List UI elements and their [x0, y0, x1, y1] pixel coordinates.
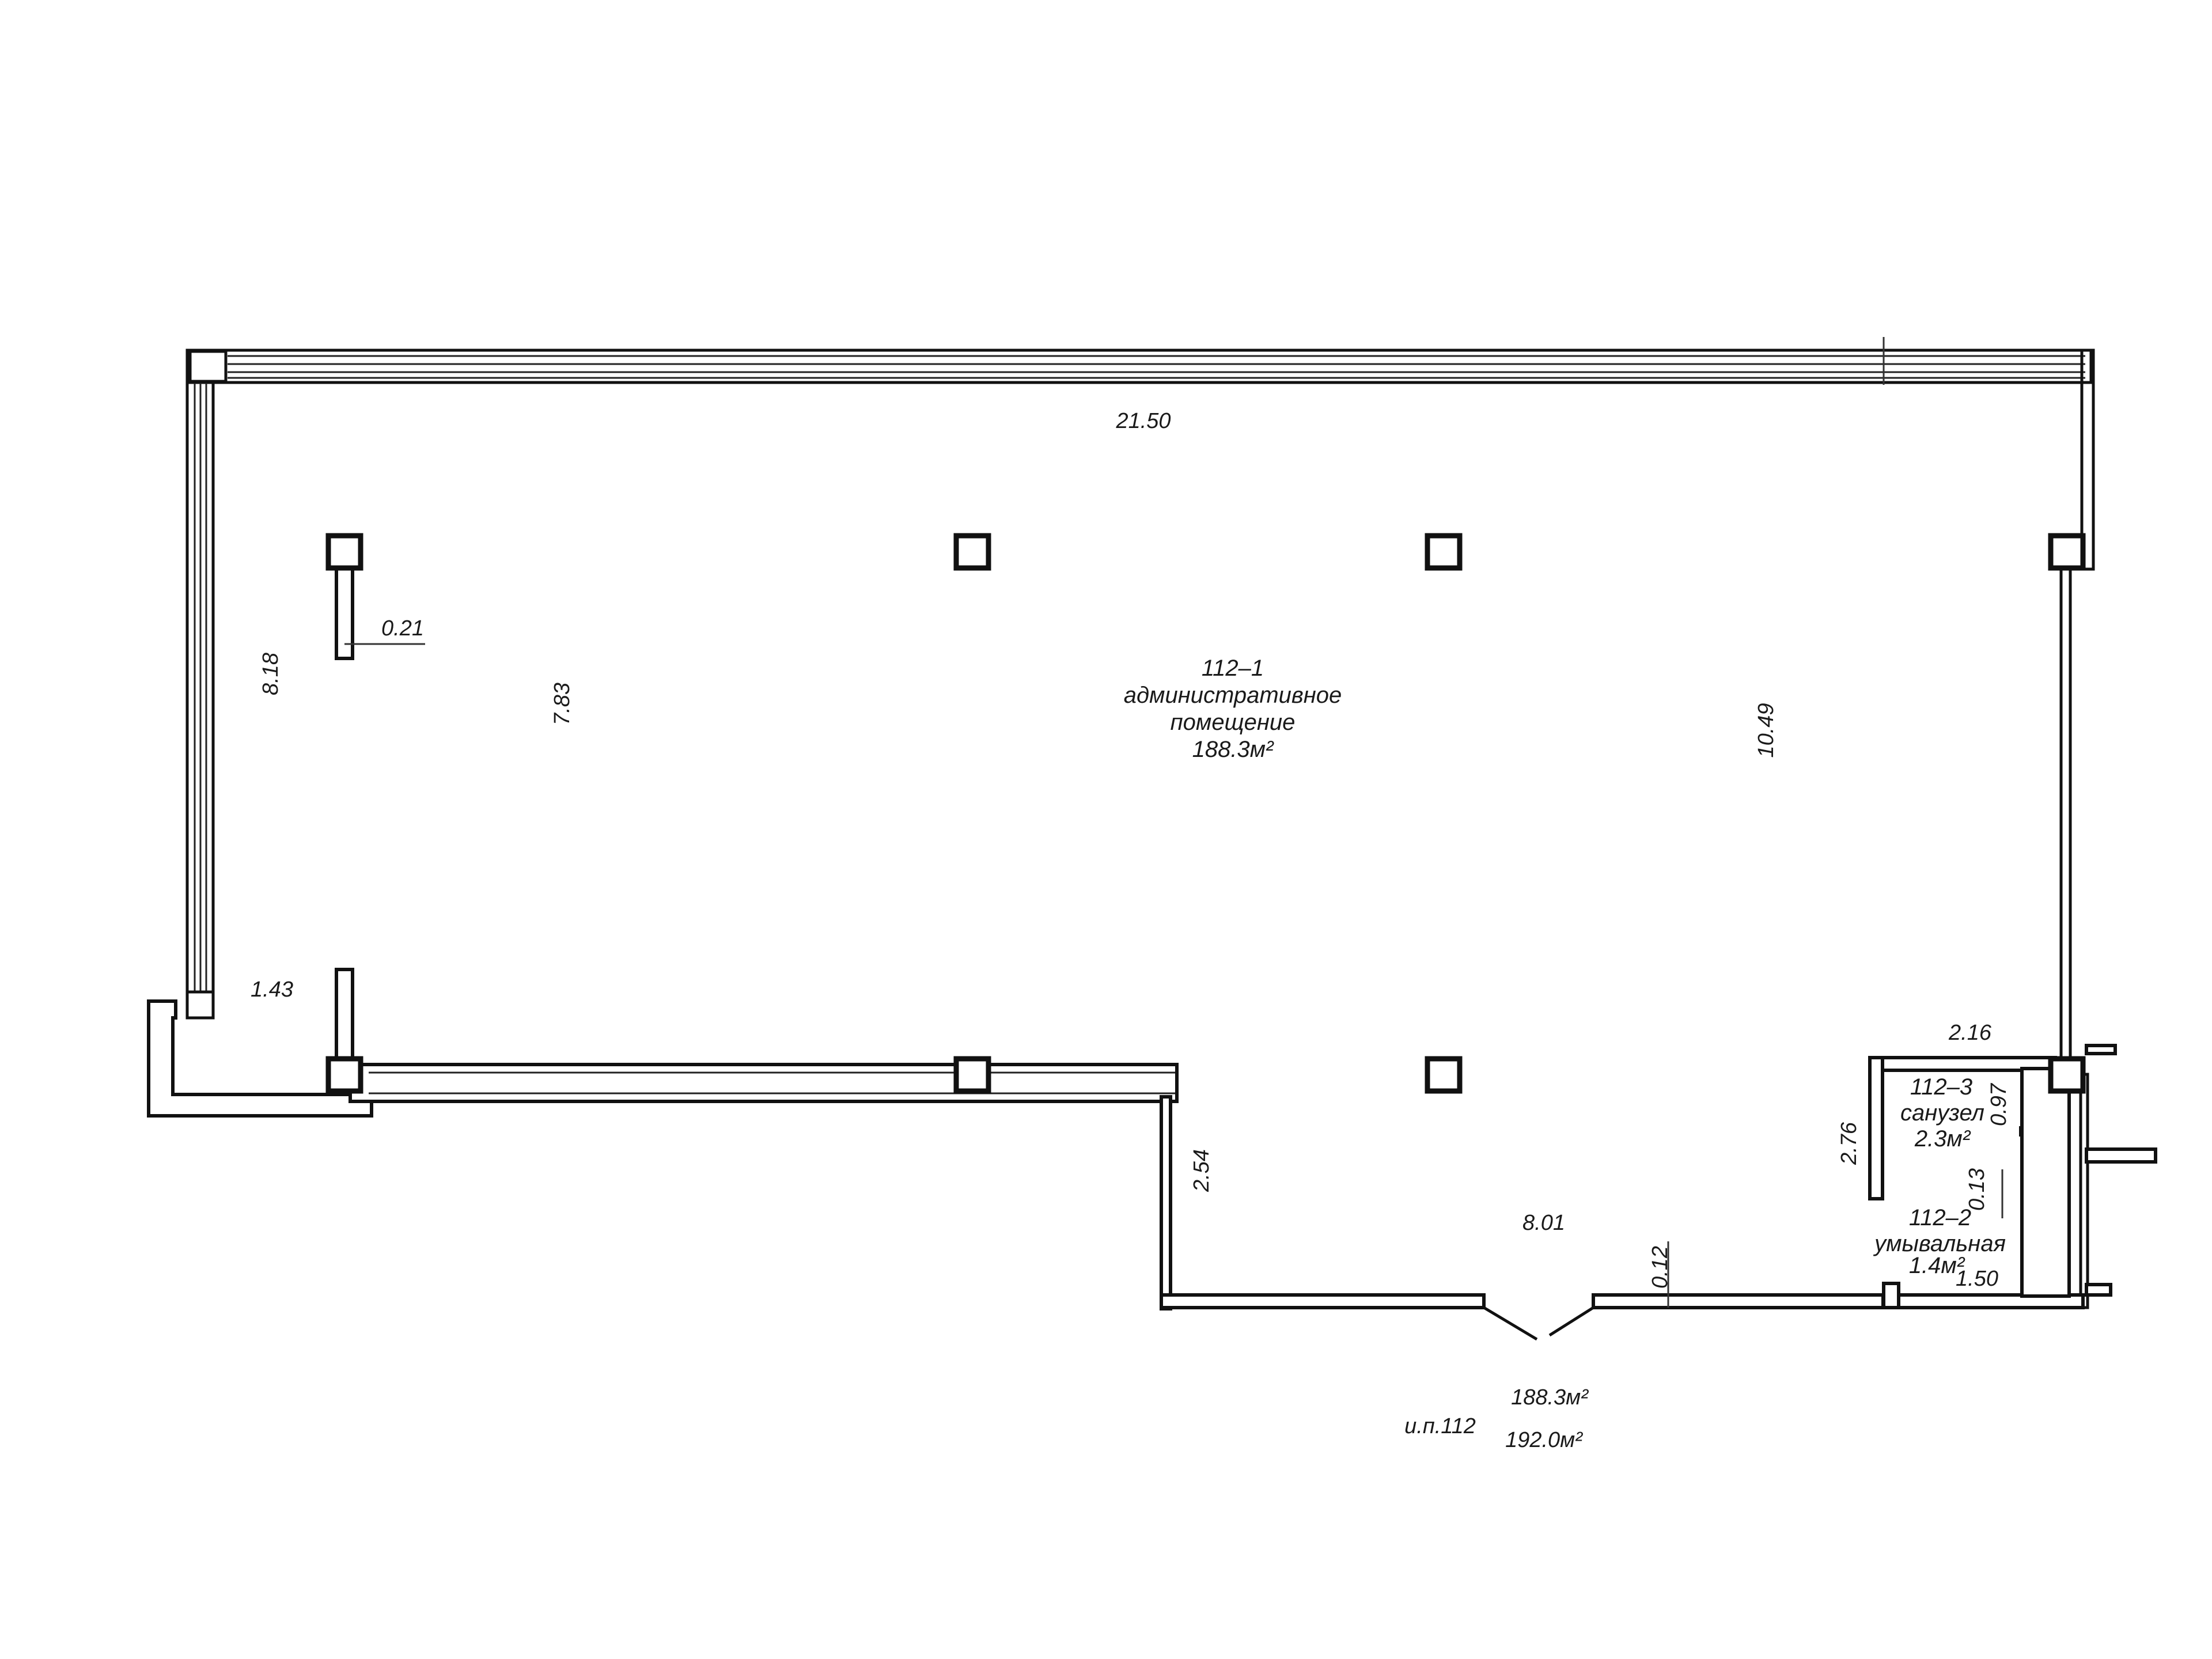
column	[1425, 1056, 1463, 1094]
room-112-2-number: 112–2	[1909, 1205, 1971, 1230]
top-glazed-wall	[185, 337, 2093, 385]
column	[2048, 1056, 2086, 1094]
left-glazed-wall	[185, 380, 215, 1020]
column	[325, 1056, 363, 1094]
dim-bottom-width: 8.01	[1522, 1211, 1565, 1235]
middle-wall	[349, 1063, 1179, 1103]
dim-left-height: 8.18	[259, 653, 283, 695]
dim-inner-height: 7.83	[550, 683, 574, 725]
room-112-1-area: 188.3м²	[1192, 737, 1275, 762]
unit-label: и.п.112	[1404, 1414, 1476, 1438]
dimension-leaders	[344, 643, 2003, 1308]
dim-corner: 1.43	[251, 978, 293, 1002]
room-112-3-number: 112–3	[1910, 1074, 1972, 1100]
room-112-1-number: 112–1	[1202, 656, 1264, 681]
dim-toilet-depth: 0.97	[1987, 1082, 2011, 1126]
dim-right-height: 10.49	[1754, 703, 1778, 757]
room-112-3-area: 2.3м²	[1914, 1126, 1971, 1152]
column	[1425, 533, 1463, 571]
room-112-2-name: умывальная	[1873, 1231, 2006, 1256]
dim-toilet-width: 2.16	[1948, 1021, 1992, 1045]
lower-left-corner-wall	[147, 999, 373, 1118]
room-112-1-name-line2: помещение	[1171, 710, 1296, 735]
dim-washroom-width: 1.50	[1956, 1267, 1998, 1291]
column	[953, 1056, 991, 1094]
room-112-3-name: санузел	[1900, 1100, 1984, 1126]
column	[953, 533, 991, 571]
room-112-2-area: 1.4м²	[1909, 1253, 1965, 1278]
dim-partition: 0.13	[1965, 1168, 1989, 1211]
total-area-main: 188.3м²	[1511, 1385, 1589, 1410]
total-area-full: 192.0м²	[1505, 1428, 1583, 1452]
dim-wall-thickness: 0.12	[1648, 1246, 1672, 1289]
column	[325, 533, 363, 571]
dim-top-width: 21.50	[1115, 409, 1171, 433]
bathroom-walls	[1868, 1044, 2157, 1298]
columns	[325, 533, 2086, 1094]
room-112-1-name-line1: административное	[1124, 683, 1342, 708]
column	[2048, 533, 2086, 571]
stub-walls	[335, 562, 354, 1063]
dim-lower-left-height: 2.54	[1190, 1149, 1214, 1192]
lower-section-walls	[1160, 1095, 2085, 1341]
dim-pillar-offset: 0.21	[381, 616, 424, 641]
dim-toilet-height: 2.76	[1837, 1122, 1861, 1165]
